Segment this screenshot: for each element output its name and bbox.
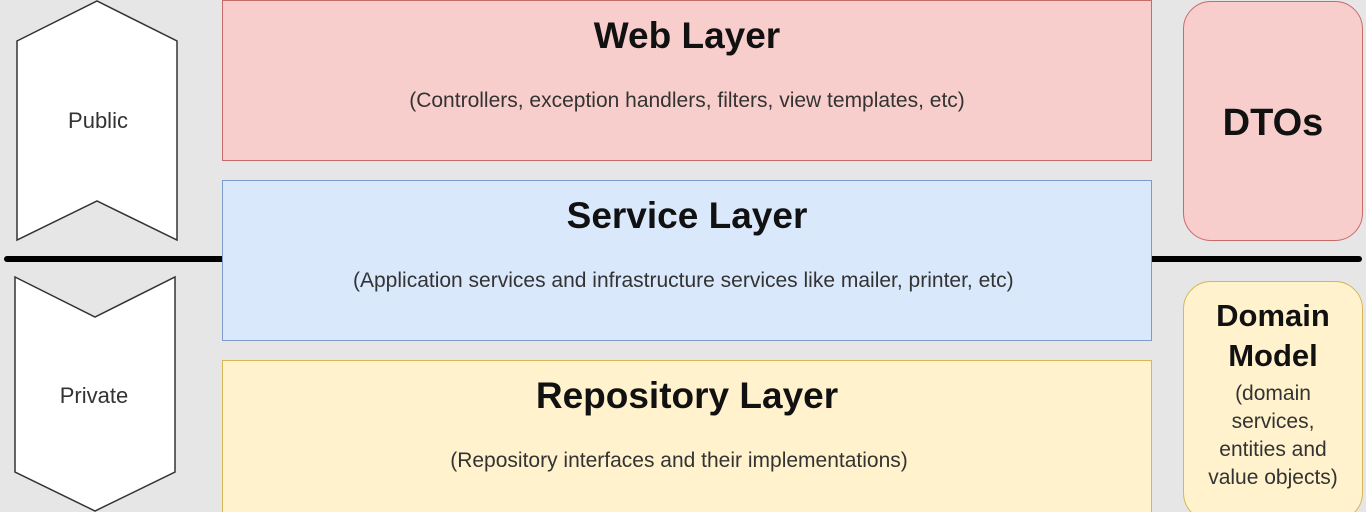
- dtos-title: DTOs: [1222, 102, 1324, 144]
- domain-model-desc-line2: services,: [1231, 410, 1315, 433]
- domain-model-title-line2: Model: [1228, 338, 1318, 373]
- public-label: Public: [68, 108, 128, 133]
- dtos-box: DTOs: [1183, 1, 1363, 241]
- web-layer-box: Web Layer (Controllers, exception handle…: [222, 0, 1152, 161]
- repository-layer-title: Repository Layer: [535, 375, 839, 416]
- service-layer-description: (Application services and infrastructure…: [353, 269, 1014, 292]
- repository-layer-description: (Repository interfaces and their impleme…: [450, 449, 908, 472]
- domain-model-title-line1: Domain: [1216, 298, 1330, 333]
- service-layer-title: Service Layer: [566, 195, 808, 236]
- repository-layer-box: Repository Layer (Repository interfaces …: [222, 360, 1152, 512]
- domain-model-desc-line4: value objects): [1208, 466, 1338, 489]
- private-flag-shape: [14, 275, 176, 512]
- private-label: Private: [59, 383, 129, 408]
- web-layer-title: Web Layer: [593, 15, 781, 56]
- public-flag-shape: [16, 0, 178, 242]
- domain-model-desc-line1: (domain: [1235, 382, 1311, 405]
- domain-model-desc-line3: entities and: [1219, 438, 1327, 461]
- service-layer-box: Service Layer (Application services and …: [222, 180, 1152, 341]
- domain-model-description: (domain services, entities and value obj…: [1184, 380, 1362, 492]
- domain-model-title: Domain Model: [1184, 296, 1362, 376]
- domain-model-box: Domain Model (domain services, entities …: [1183, 281, 1363, 512]
- web-layer-description: (Controllers, exception handlers, filter…: [409, 89, 965, 112]
